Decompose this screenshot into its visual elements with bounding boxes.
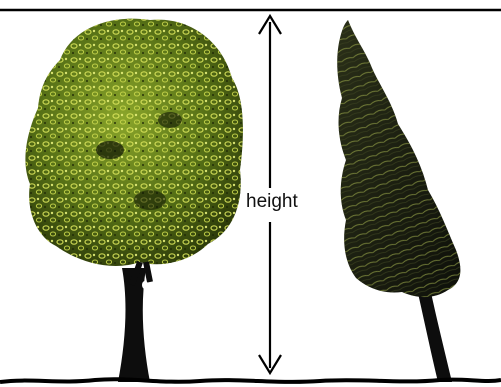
conifer-tree bbox=[337, 20, 460, 382]
height-label: height bbox=[243, 190, 301, 214]
ground-line bbox=[0, 379, 501, 382]
deciduous-tree bbox=[25, 19, 243, 382]
